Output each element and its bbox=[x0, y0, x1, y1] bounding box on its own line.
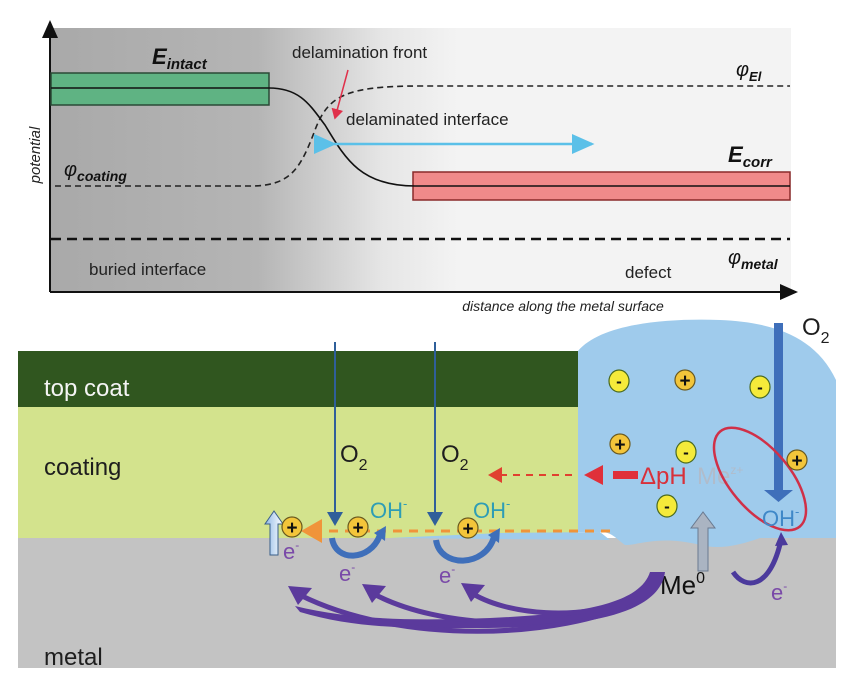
potential-curve bbox=[51, 87, 790, 187]
cation: + bbox=[609, 433, 631, 456]
o2-label-3: O2 bbox=[802, 314, 830, 347]
svg-text:+: + bbox=[462, 519, 473, 540]
electron-flow-arrow-2-head bbox=[362, 584, 386, 603]
o2-label-1: O2 bbox=[340, 441, 368, 474]
delamination-front-label: delamination front bbox=[292, 43, 427, 62]
dissolution-arrow bbox=[690, 511, 716, 572]
ph-gradient-dash bbox=[613, 471, 638, 479]
anion: - bbox=[656, 494, 678, 518]
cation: + bbox=[674, 369, 696, 392]
e-intact-label: Eintact bbox=[152, 44, 208, 73]
cross-section: top coat coating metal O2 O2 O2 ΔpH Mez+… bbox=[18, 314, 836, 671]
electron-label-1: e- bbox=[283, 538, 299, 564]
cathodic-loop-2 bbox=[433, 535, 497, 564]
o2-big-arrow bbox=[764, 323, 793, 502]
cathodic-loop-1-head bbox=[374, 526, 386, 541]
coating-layer bbox=[18, 406, 578, 538]
cation: + bbox=[457, 517, 479, 540]
delaminated-electrolyte-layer bbox=[390, 532, 610, 540]
potential-diagram: potential distance along the metal surfa… bbox=[27, 20, 798, 314]
e-corr-label: Ecorr bbox=[728, 142, 773, 171]
electron-flow-arrow-3-head bbox=[461, 583, 485, 602]
electron-label-3: e- bbox=[439, 562, 455, 588]
cathodic-loop-3 bbox=[730, 539, 784, 586]
electron-label-4: e- bbox=[771, 579, 787, 605]
anion: - bbox=[675, 440, 697, 464]
svg-text:+: + bbox=[352, 518, 363, 539]
delaminated-interface-label: delaminated interface bbox=[346, 110, 509, 129]
anion: - bbox=[608, 369, 630, 393]
delamination-front-arrow bbox=[331, 69, 349, 120]
phi-metal-label: φmetal bbox=[728, 247, 779, 272]
oh-label-2: OH- bbox=[473, 496, 510, 523]
svg-text:+: + bbox=[679, 371, 690, 392]
buried-interface-label: buried interface bbox=[89, 260, 206, 279]
electron-flow-arrow-2 bbox=[370, 590, 641, 625]
svg-text:-: - bbox=[683, 443, 689, 462]
coating-label: coating bbox=[44, 454, 121, 481]
front-up-arrow bbox=[264, 510, 284, 556]
me-metal-label: Me0 bbox=[660, 570, 705, 600]
ph-gradient-arrowhead bbox=[584, 465, 603, 485]
cathodic-site-ellipse bbox=[712, 426, 808, 532]
metal-label: metal bbox=[44, 644, 103, 671]
oh-label-3: OH- bbox=[762, 504, 799, 531]
metal-layer bbox=[18, 538, 836, 668]
me-ion-label: Mez+ bbox=[697, 463, 743, 490]
phi-el-coating-line bbox=[55, 85, 790, 187]
phi-coating-label: φcoating bbox=[64, 159, 127, 184]
y-axis-label: potential bbox=[27, 126, 44, 184]
oh-label-1: OH- bbox=[370, 496, 407, 523]
svg-text:+: + bbox=[286, 518, 297, 539]
phi-el-label: φEl bbox=[736, 59, 762, 84]
electron-label-2: e- bbox=[339, 560, 355, 586]
cation: + bbox=[281, 516, 303, 539]
electron-flow-arrow-1-head bbox=[288, 586, 312, 605]
defect-label: defect bbox=[625, 263, 672, 282]
top-coat-label: top coat bbox=[44, 375, 130, 402]
svg-text:-: - bbox=[664, 497, 670, 516]
cation: + bbox=[347, 516, 369, 539]
plot-background bbox=[51, 28, 791, 292]
cathodic-loop-1 bbox=[329, 533, 383, 559]
electron-flow-arrow-3 bbox=[468, 589, 641, 616]
svg-text:-: - bbox=[616, 372, 622, 391]
cation: + bbox=[786, 449, 808, 472]
top-coat-layer bbox=[18, 351, 578, 407]
svg-text:-: - bbox=[757, 378, 763, 397]
delta-ph-label: ΔpH bbox=[640, 463, 687, 490]
electron-flow-arrow-4-head bbox=[775, 532, 788, 546]
x-axis-label: distance along the metal surface bbox=[462, 298, 664, 314]
cathodic-loop-2-head bbox=[488, 528, 500, 543]
anion: - bbox=[749, 375, 771, 399]
o2-label-2: O2 bbox=[441, 441, 469, 474]
svg-text:+: + bbox=[614, 435, 625, 456]
svg-text:+: + bbox=[791, 451, 802, 472]
e-intact-band bbox=[50, 72, 270, 106]
